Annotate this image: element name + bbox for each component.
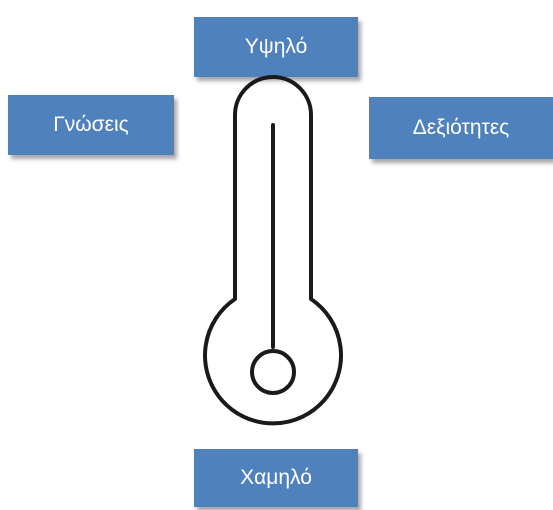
thermometer-outline: [203, 75, 343, 426]
thermometer-icon: [203, 75, 343, 426]
thermometer-bulb: [250, 349, 296, 395]
label-knowledge-text: Γνώσεις: [53, 113, 129, 136]
label-skills-text: Δεξιότητες: [412, 116, 510, 139]
label-knowledge: Γνώσεις: [8, 95, 174, 155]
label-high-text: Υψηλό: [244, 35, 308, 58]
label-low: Χαμηλό: [194, 449, 358, 507]
label-low-text: Χαμηλό: [240, 466, 312, 489]
label-skills: Δεξιότητες: [369, 97, 553, 159]
label-high: Υψηλό: [194, 17, 358, 77]
